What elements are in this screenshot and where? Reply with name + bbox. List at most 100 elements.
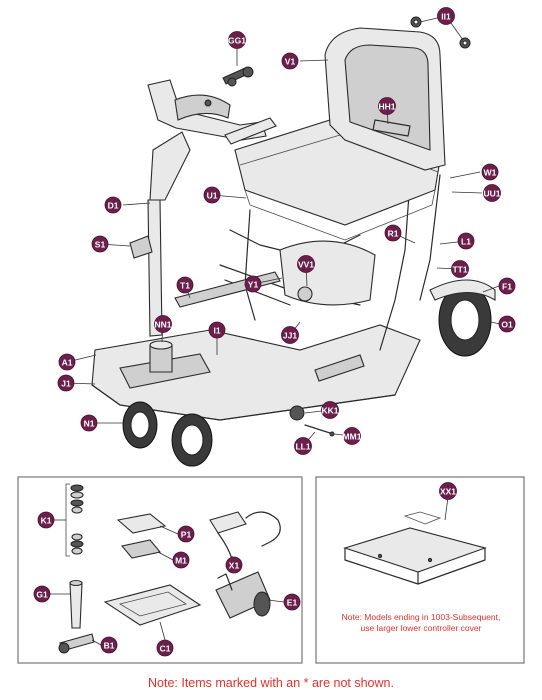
callout-label: S1: [95, 240, 106, 250]
callout-u1: U1: [203, 186, 221, 204]
callout-label: D1: [108, 201, 119, 211]
callout-m1: M1: [172, 551, 190, 569]
callout-badge: [343, 427, 361, 445]
callout-badge: [481, 163, 499, 181]
callout-label: L1: [461, 237, 471, 247]
callout-x1: X1: [225, 556, 243, 574]
callout-label: A1: [62, 358, 73, 368]
callout-badge: [177, 525, 195, 543]
callout-label: Y1: [248, 280, 259, 290]
callout-badge: [294, 437, 312, 455]
callout-badge: [91, 235, 109, 253]
callout-badge: [483, 184, 501, 202]
callout-badge: [439, 482, 457, 500]
callout-f1: F1: [498, 277, 516, 295]
controller-cover-note-line2: use larger lower controller cover: [360, 623, 482, 633]
callout-label: GG1: [228, 36, 246, 46]
callout-t1: T1: [176, 276, 194, 294]
callout-badge: [208, 321, 226, 339]
callout-leader-lines: [65, 15, 501, 447]
callout-label: II1: [441, 12, 451, 22]
callout-badge: [228, 31, 246, 49]
callout-xx1: XX1: [439, 482, 457, 500]
callout-l1: L1: [457, 232, 475, 250]
callout-label: C1: [160, 644, 171, 654]
callout-label: F1: [502, 282, 512, 292]
callout-vv1: VV1: [297, 255, 315, 273]
callout-label: MM1: [343, 432, 362, 442]
callout-label: T1: [180, 281, 190, 291]
callout-r1: R1: [384, 224, 402, 242]
callout-label: N1: [84, 419, 95, 429]
callout-w1: W1: [481, 163, 499, 181]
callout-badge: [100, 636, 118, 654]
callout-label: V1: [285, 57, 296, 67]
callout-label: KK1: [321, 406, 338, 416]
callout-label: K1: [41, 516, 52, 526]
callout-badge: [498, 277, 516, 295]
callout-label: NN1: [154, 320, 171, 330]
callout-badge: [104, 196, 122, 214]
callout-label: LL1: [295, 442, 310, 452]
callout-v1: V1: [281, 52, 299, 70]
callout-p1: P1: [177, 525, 195, 543]
callout-badge: [80, 414, 98, 432]
callout-badge: [321, 401, 339, 419]
callout-label: W1: [484, 168, 497, 178]
callout-label: HH1: [378, 102, 395, 112]
callout-g1: G1: [33, 585, 51, 603]
callout-ll1: LL1: [294, 437, 312, 455]
parts-box-left-illustrations: [58, 483, 281, 654]
callout-s1: S1: [91, 235, 109, 253]
callout-label: M1: [175, 556, 187, 566]
callout-badge: [33, 585, 51, 603]
callout-label: JJ1: [283, 331, 297, 341]
callout-badge: [384, 224, 402, 242]
callout-hh1: HH1: [378, 97, 396, 115]
callout-n1: N1: [80, 414, 98, 432]
callout-j1: J1: [57, 374, 75, 392]
callout-badge: [297, 255, 315, 273]
callout-gg1: GG1: [228, 31, 246, 49]
callout-e1: E1: [283, 593, 301, 611]
callout-label: O1: [501, 320, 513, 330]
callout-o1: O1: [498, 315, 516, 333]
callout-label: VV1: [298, 260, 314, 270]
callout-label: G1: [36, 590, 48, 600]
controller-cover-note: Note: Models ending in 1003-Subsequent, …: [318, 612, 524, 634]
callout-label: UU1: [483, 189, 500, 199]
callout-badge: [57, 374, 75, 392]
parts-box-right: [315, 476, 525, 664]
callout-label: E1: [287, 598, 298, 608]
controller-cover-illustration: [343, 496, 487, 585]
callout-a1: A1: [58, 353, 76, 371]
callout-badge: [37, 511, 55, 529]
callout-jj1: JJ1: [281, 326, 299, 344]
callout-label: P1: [181, 530, 192, 540]
controller-cover-note-line1: Note: Models ending in 1003-Subsequent,: [341, 612, 501, 622]
callout-badge: [176, 276, 194, 294]
callout-badge: [154, 315, 172, 333]
callout-badge: [378, 97, 396, 115]
callout-badge: [281, 326, 299, 344]
callout-badge: [244, 275, 262, 293]
callout-badge: [451, 260, 469, 278]
callout-y1: Y1: [244, 275, 262, 293]
callout-badge: [281, 52, 299, 70]
callout-badge: [172, 551, 190, 569]
callout-label: X1: [229, 561, 240, 571]
callout-label: I1: [213, 326, 220, 336]
callout-c1: C1: [156, 639, 174, 657]
callout-badge: [58, 353, 76, 371]
scooter-illustration: [91, 16, 496, 467]
callout-uu1: UU1: [483, 184, 501, 202]
parts-box-left: [17, 476, 303, 664]
callout-badge: [283, 593, 301, 611]
callout-d1: D1: [104, 196, 122, 214]
callout-kk1: KK1: [321, 401, 339, 419]
callout-label: U1: [207, 191, 218, 201]
callout-mm1: MM1: [343, 427, 362, 445]
callout-i1: I1: [208, 321, 226, 339]
